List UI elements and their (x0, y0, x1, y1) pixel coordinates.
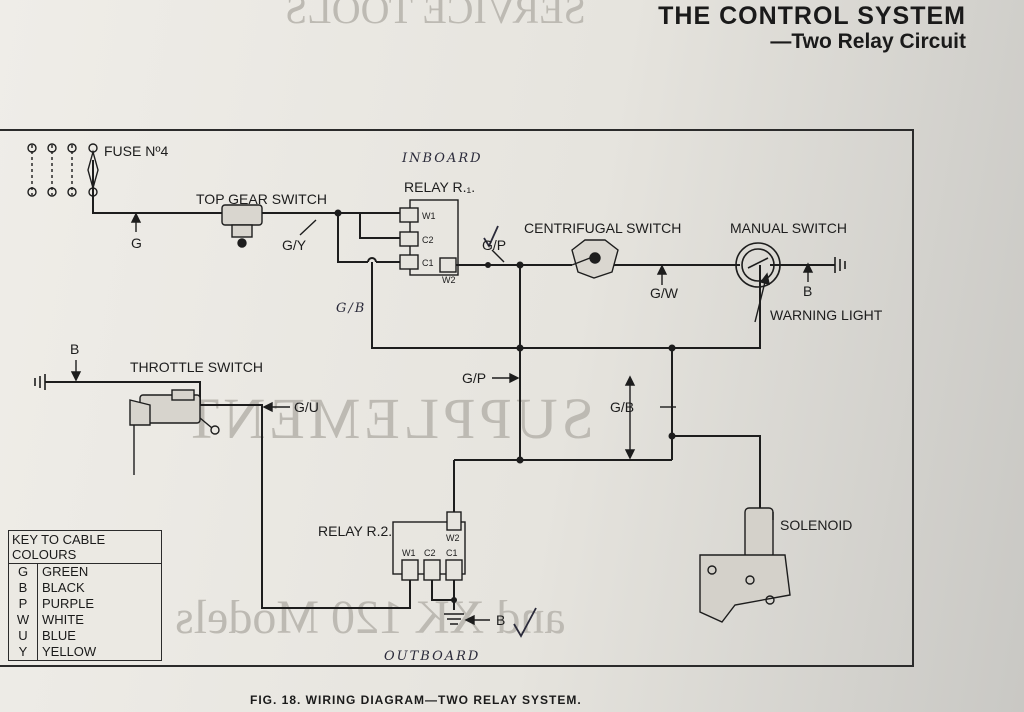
wire-gb-loop (371, 262, 761, 349)
terminal-r2-w2: W2 (446, 533, 460, 543)
wire-label-gw: G/W (650, 285, 679, 301)
cable-key-name: WHITE (42, 612, 84, 627)
cable-key-name: BLUE (42, 628, 76, 643)
wire-label-g: G (131, 235, 142, 251)
cable-key-row: W WHITE (9, 612, 161, 628)
check-mark-icon (483, 225, 499, 248)
cable-key-row: P PURPLE (9, 596, 161, 612)
fuse-block-icon (27, 143, 99, 197)
wire-label-gy: G/Y (282, 237, 307, 253)
wire-gu (261, 430, 411, 609)
relay-r1-label: RELAY R.₁. (404, 179, 475, 195)
cable-key-name: PURPLE (42, 596, 95, 611)
terminal-r1-w1: W1 (422, 211, 436, 221)
wire-label-gb-handwritten: G/B (336, 301, 366, 316)
relay-r2-label: RELAY R.2. (318, 523, 392, 539)
cable-key-code: U (9, 628, 38, 644)
wire-label-gb-mid: G/B (610, 399, 634, 415)
cable-colour-key: KEY TO CABLE COLOURS G GREEN B BLACK P P… (8, 530, 162, 661)
arrow-marks (70, 212, 814, 626)
terminal-r2-c2: C2 (424, 548, 436, 558)
wire-gu-top (200, 404, 263, 430)
wire-label-gu: G/U (294, 399, 319, 415)
wire-bottom-bus (454, 435, 761, 530)
wire-crossover (367, 257, 377, 263)
relay-r2-icon (392, 511, 466, 581)
cable-key-code: W (9, 612, 38, 628)
cable-key-code: P (9, 596, 38, 612)
outboard-handwritten-label: OUTBOARD (384, 649, 480, 664)
solenoid-label: SOLENOID (780, 517, 852, 533)
centrifugal-switch-label: CENTRIFUGAL SWITCH (524, 220, 681, 236)
top-gear-switch-label: TOP GEAR SWITCH (196, 191, 327, 207)
cable-key-title: KEY TO CABLE COLOURS (9, 531, 161, 564)
wire-r2-ground-c2 (431, 580, 454, 601)
wire-gy (337, 213, 400, 263)
cable-key-code: B (9, 580, 38, 596)
terminal-r1-c1: C1 (422, 258, 434, 268)
cable-key-name: YELLOW (42, 644, 97, 659)
throttle-switch-label: THROTTLE SWITCH (130, 359, 263, 375)
page-title: THE CONTROL SYSTEM (658, 2, 966, 30)
solenoid-icon (699, 507, 791, 623)
manual-switch-label: MANUAL SWITCH (730, 220, 847, 236)
cable-key-name: GREEN (42, 564, 89, 579)
cable-key-row: Y YELLOW (9, 644, 161, 660)
page-subtitle: —Two Relay Circuit (770, 30, 966, 53)
wire-label-b-manual: B (803, 283, 812, 299)
cable-key-row: U BLUE (9, 628, 161, 644)
warning-light-label: WARNING LIGHT (770, 307, 883, 323)
check-mark-icon (513, 607, 537, 638)
cable-key-code: G (9, 564, 38, 580)
ground-icon (834, 257, 846, 273)
inboard-handwritten-label: INBOARD (401, 151, 483, 166)
ground-icon (34, 374, 46, 390)
top-gear-switch-icon (221, 204, 263, 248)
wire-label-gp-top: G/P (482, 237, 506, 253)
wire-label-b-throttle: B (70, 341, 79, 357)
manual-switch-icon (735, 242, 781, 288)
throttle-switch-icon (129, 389, 220, 475)
wires (45, 160, 835, 610)
ground-icon (444, 613, 464, 625)
cable-key-row: B BLACK (9, 580, 161, 596)
cable-key-name: BLACK (42, 580, 85, 595)
wire-label-b-ground: B (496, 612, 505, 628)
wire-c2 (359, 213, 400, 239)
wire-fuse-feed (92, 160, 410, 214)
junction-dots (334, 209, 676, 603)
wire-label-gp-mid: G/P (462, 370, 486, 386)
terminal-r1-w2: W2 (442, 275, 456, 285)
figure-caption: FIG. 18. WIRING DIAGRAM—TWO RELAY SYSTEM… (250, 693, 582, 707)
terminal-r2-w1: W1 (402, 548, 416, 558)
cable-key-code: Y (9, 644, 38, 660)
terminal-r1-c2: C2 (422, 235, 434, 245)
terminal-r2-c1: C1 (446, 548, 458, 558)
centrifugal-switch-icon (571, 239, 619, 279)
relay-r1-icon (399, 199, 459, 276)
diagram-frame (0, 129, 914, 667)
cable-key-row: G GREEN (9, 564, 161, 580)
fuse-label: FUSE Nº4 (104, 143, 168, 159)
